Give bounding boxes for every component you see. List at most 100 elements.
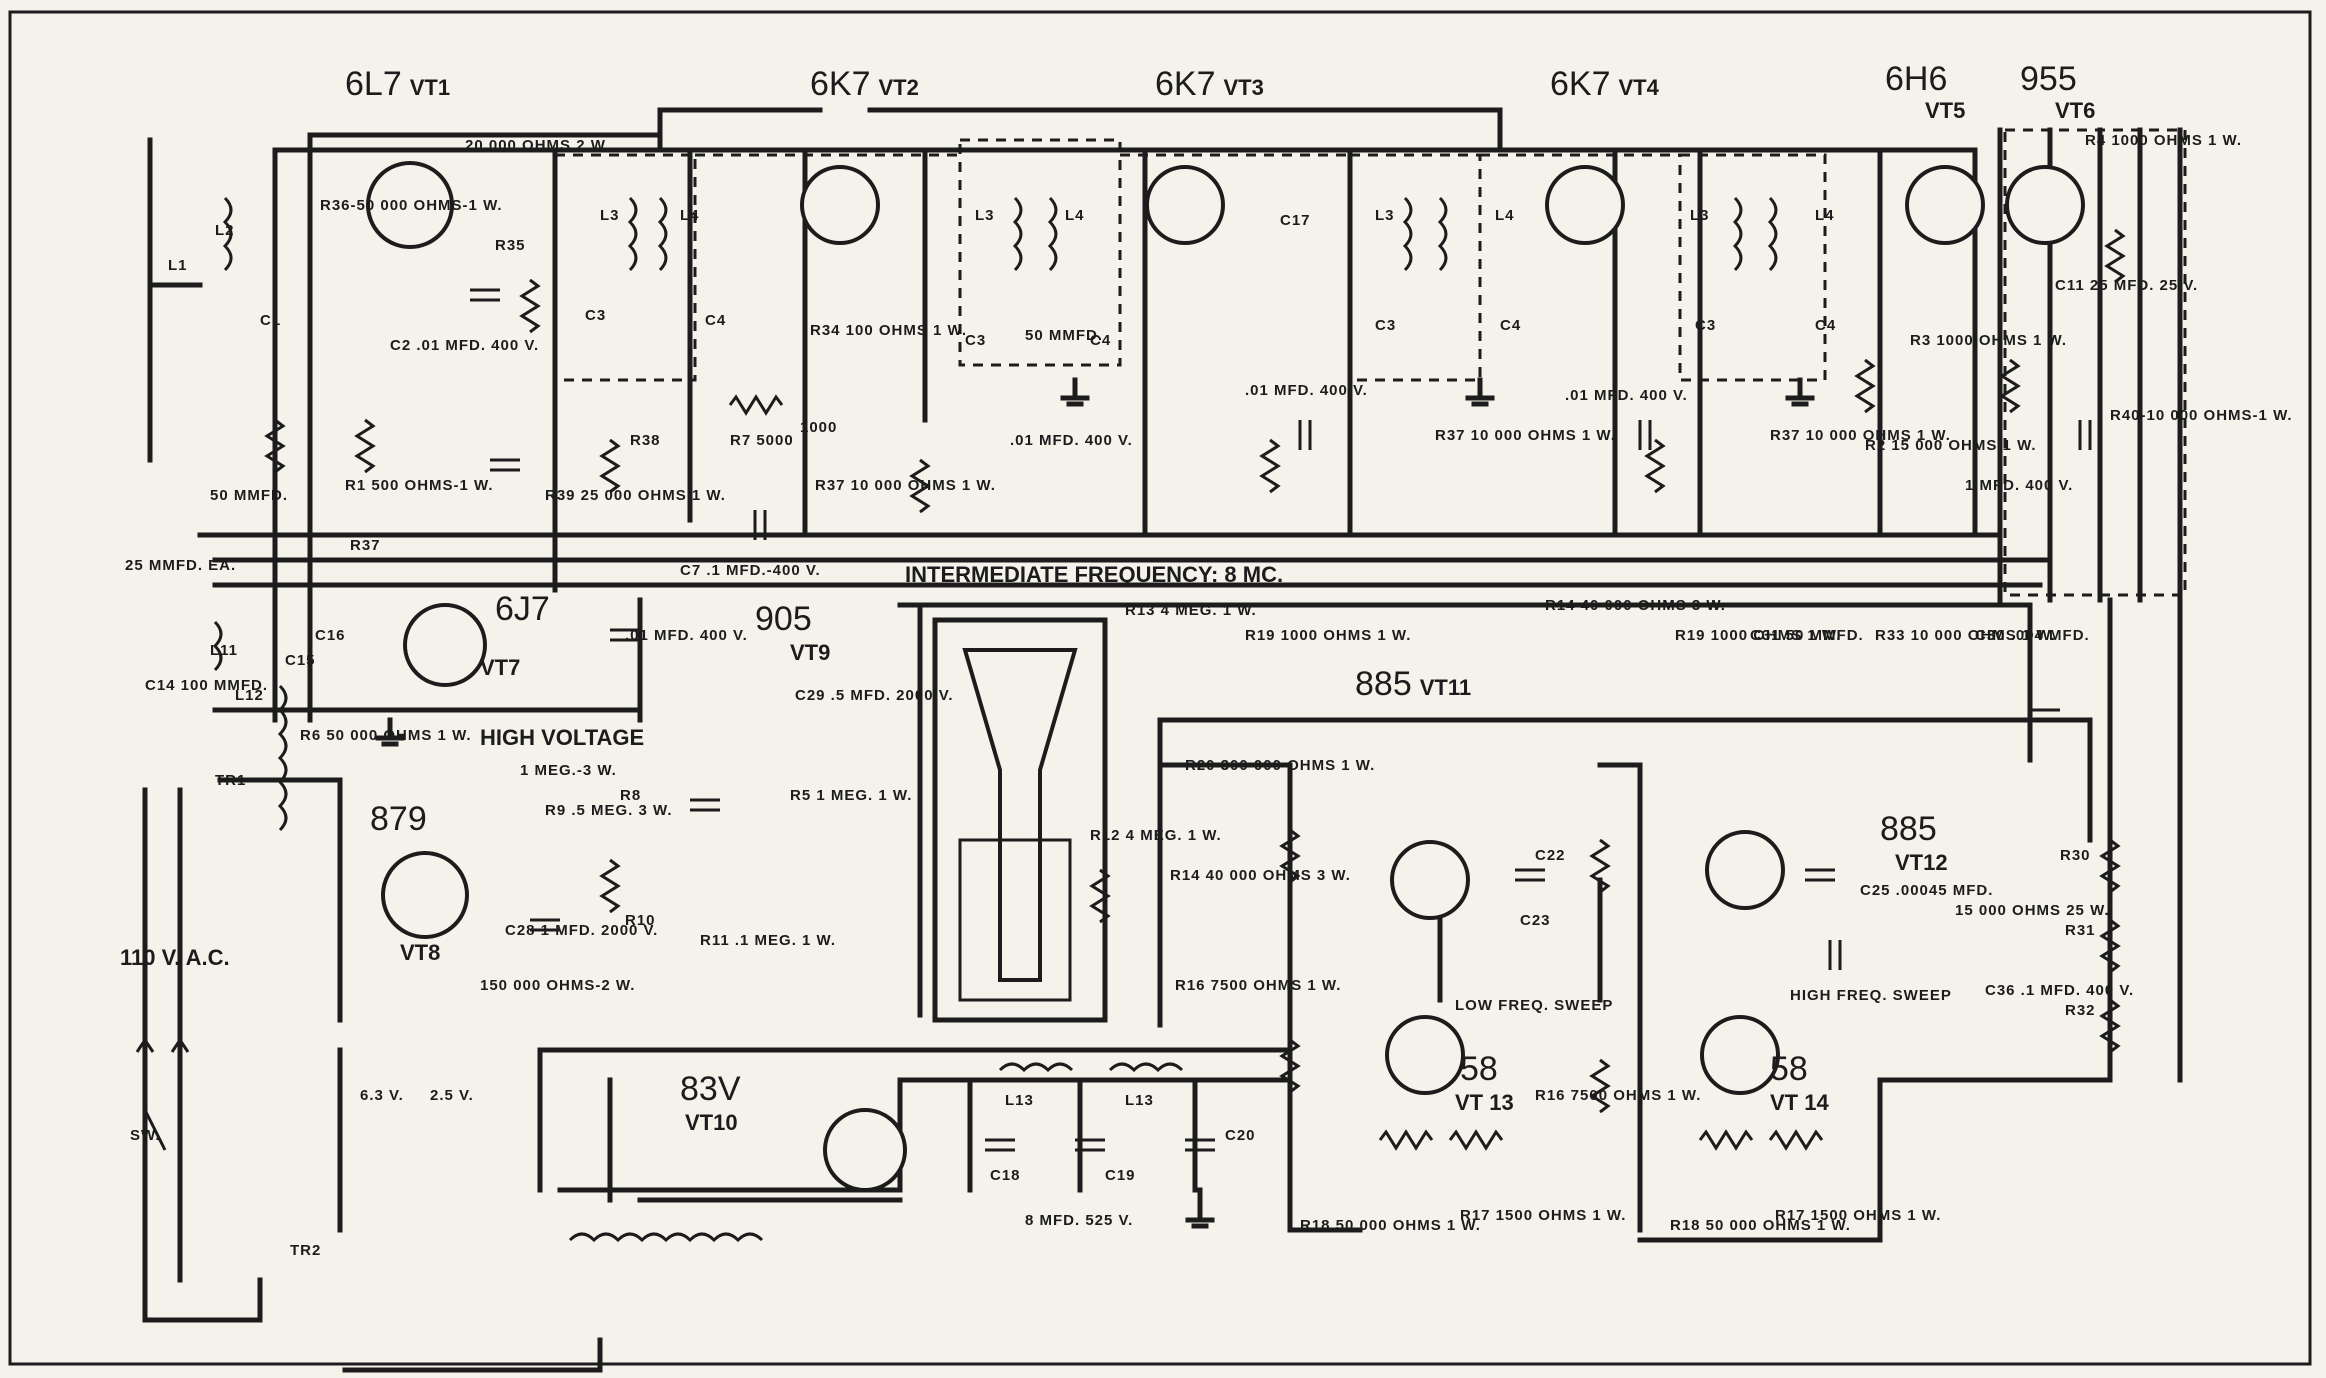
capacitor-c2d	[1638, 420, 1652, 450]
tube-type-vt4: 6K7	[1550, 65, 1611, 103]
label-r31: R31	[2065, 922, 2096, 939]
label-l4-c: L4	[1495, 207, 1515, 224]
ground-symbols	[375, 377, 1815, 1229]
label-l13-b: L13	[1125, 1092, 1154, 1109]
capacitor-c33	[2078, 420, 2092, 450]
label-high-voltage: HIGH VOLTAGE	[480, 725, 644, 750]
resistor-r37b	[1259, 438, 1281, 494]
label-l3-d: L3	[1690, 207, 1710, 224]
resistor-r14a	[1279, 828, 1301, 884]
tube-vt8-symbol	[381, 851, 469, 939]
label-l4-d: L4	[1815, 207, 1835, 224]
label-c-filter: 8 MFD. 525 V.	[1025, 1212, 1133, 1229]
label-c16: C16	[315, 627, 346, 644]
shield-can-3	[1348, 153, 1482, 382]
label-c7: C7 .1 MFD.-400 V.	[680, 562, 821, 579]
tube-vt13-symbol	[1385, 1015, 1465, 1095]
tube-vt-vt5: VT5	[1925, 98, 1965, 123]
frame-border	[8, 10, 2312, 1366]
section-labels: INTERMEDIATE FREQUENCY: 8 MC. HIGH VOLTA…	[120, 562, 1951, 1144]
label-c28: C28 1 MFD. 2000 V.	[505, 922, 658, 939]
label-c17: C17	[1280, 212, 1311, 229]
capacitor-c29	[690, 798, 720, 812]
label-c23: C23	[1520, 912, 1551, 929]
coil-l3-l4-d	[1732, 196, 1778, 272]
resistor-r1	[354, 418, 376, 474]
label-hv-r: 1 MEG.-3 W.	[520, 762, 617, 779]
label-r2: R2 15 000 OHMS 1 W.	[1865, 437, 2037, 454]
capacitor-c2a	[470, 288, 500, 302]
label-r30: R30	[2060, 847, 2091, 864]
capacitor-c2e	[610, 628, 640, 642]
coil-l13	[998, 1062, 1184, 1073]
label-l4-a: L4	[680, 207, 700, 224]
resistor-r40	[2104, 228, 2126, 284]
label-l11: L11	[210, 642, 238, 659]
label-heater-2-5v: 2.5 V.	[430, 1087, 474, 1104]
shield-can-4	[1678, 153, 1827, 382]
shield-can-2	[958, 138, 1122, 367]
tube-vt-vt1: VT1	[410, 75, 450, 100]
label-c18: C18	[990, 1167, 1021, 1184]
tube-vt-vt13: VT 13	[1455, 1090, 1514, 1115]
label-r17b: R17 1500 OHMS 1 W.	[1775, 1207, 1941, 1224]
label-c19: C19	[1105, 1167, 1136, 1184]
label-r5: R5 1 MEG. 1 W.	[790, 787, 912, 804]
capacitor-c28	[530, 918, 560, 932]
tube-type-vt13: 58	[1460, 1050, 1498, 1088]
label-c4-b: C4	[1090, 332, 1111, 349]
label-r19b: R19 1000 OHMS 1 W.	[1675, 627, 1841, 644]
tube-type-vt11: 885	[1355, 665, 1412, 703]
label-low-freq-sweep: LOW FREQ. SWEEP	[1455, 997, 1613, 1014]
label-c31: C31 50 MMFD.	[1750, 627, 1864, 644]
label-r3: R3 1000 OHMS 1 W.	[1910, 332, 2067, 349]
label-r12: R12 4 MEG. 1 W.	[1090, 827, 1222, 844]
resistor-r12	[1089, 868, 1111, 924]
tube-vt6-symbol	[2005, 165, 2085, 245]
resistor-r16b	[1589, 1058, 1611, 1114]
coil-l3-l4-c	[1402, 196, 1448, 272]
label-c11: C11 25 MFD. 25 V.	[2055, 277, 2198, 294]
label-c20: C20	[1225, 1127, 1256, 1144]
label-r18b: R18 50 000 OHMS 1 W.	[1670, 1217, 1851, 1234]
label-r37b: R37 10 000 OHMS 1 W.	[1435, 427, 1616, 444]
label-r35: R35	[495, 237, 526, 254]
tube-vt10-symbol	[823, 1108, 907, 1192]
resistor-r3	[1999, 358, 2021, 414]
label-c25: C25 .00045 MFD.	[1860, 882, 1993, 899]
tube-vt4-symbol	[1545, 165, 1625, 245]
label-r18a: R18 50 000 OHMS 1 W.	[1300, 1217, 1481, 1234]
label-c36: C36 .1 MFD. 400 V.	[1985, 982, 2134, 999]
tube-vt-vt10: VT10	[685, 1110, 738, 1135]
label-r39: R39 25 000 OHMS 1 W.	[545, 487, 726, 504]
label-c4-a: C4	[705, 312, 726, 329]
tube-vt-vt9: VT9	[790, 640, 830, 665]
capacitor-c30	[2030, 708, 2060, 722]
capacitor-c7	[753, 510, 767, 540]
coil-tr2	[568, 1232, 764, 1243]
tube-vt-vt6: VT6	[2055, 98, 2095, 123]
label-l3-b: L3	[975, 207, 995, 224]
tube-vt7-symbol	[403, 603, 487, 687]
label-c1: C1	[260, 312, 281, 329]
label-c29: C29 .5 MFD. 2000 V.	[795, 687, 954, 704]
label-c4-d: C4	[1815, 317, 1836, 334]
tube-symbols	[366, 161, 2085, 1192]
label-tr2: TR2	[290, 1242, 321, 1259]
tube-type-vt12: 885	[1880, 810, 1937, 848]
label-c2d: .01 MFD. 400 V.	[625, 627, 748, 644]
tube-type-vt14: 58	[1770, 1050, 1808, 1088]
tube-type-vt8: 879	[370, 800, 427, 838]
crt-electrodes	[958, 838, 1072, 1002]
resistor-r18b-r17b	[1698, 1129, 1824, 1151]
label-r16a: R16 7500 OHMS 1 W.	[1175, 977, 1341, 994]
label-c13: 50 MMFD.	[210, 487, 288, 504]
coil-l3-l4-a	[627, 196, 668, 272]
capacitor-c2c	[1298, 420, 1312, 450]
capacitor-c22	[1515, 868, 1545, 882]
tube-vt2-symbol	[800, 165, 880, 245]
coils	[212, 196, 1778, 1243]
